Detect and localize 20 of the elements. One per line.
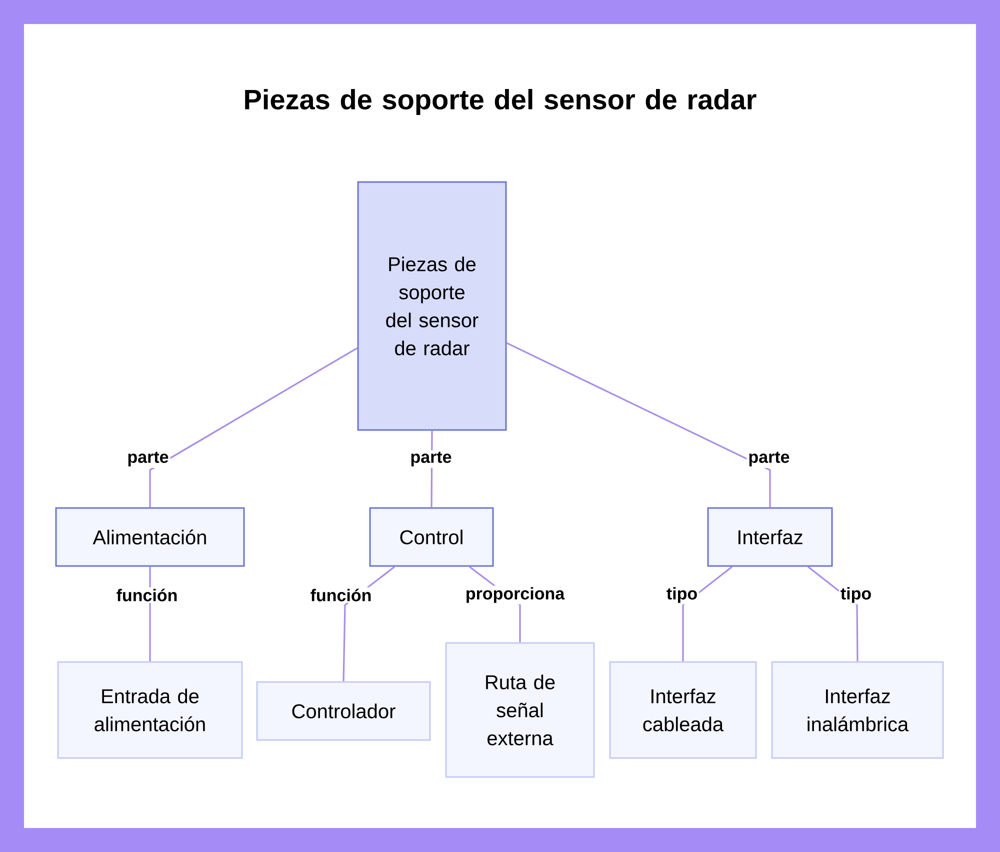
connector-line	[506, 342, 771, 508]
category-box: Alimentación	[55, 507, 245, 567]
edge-label: función	[308, 587, 374, 603]
leaf-box: Entrada de alimentación	[57, 661, 243, 759]
edge-label: parte	[746, 450, 792, 468]
edge-label: proporciona	[464, 586, 566, 604]
category-box: Control	[369, 507, 494, 567]
title: Piezas de soporte del sensor de radar	[245, 88, 756, 116]
root-box: Piezas de soporte del sensor de radar	[357, 181, 507, 431]
edge-label: tipo	[664, 586, 700, 604]
edge-label: parte	[126, 450, 170, 468]
leaf-box: Ruta de señal externa	[445, 642, 595, 778]
edge-label: parte	[408, 450, 454, 468]
edge-label: función	[114, 587, 180, 603]
leaf-box: Controlador	[256, 681, 431, 741]
leaf-box: Interfaz cableada	[609, 661, 757, 759]
connector-line	[149, 347, 358, 508]
category-box: Interfaz	[707, 507, 833, 567]
leaf-box: Interfaz inalámbrica	[771, 661, 944, 759]
edge-label: tipo	[838, 586, 874, 604]
